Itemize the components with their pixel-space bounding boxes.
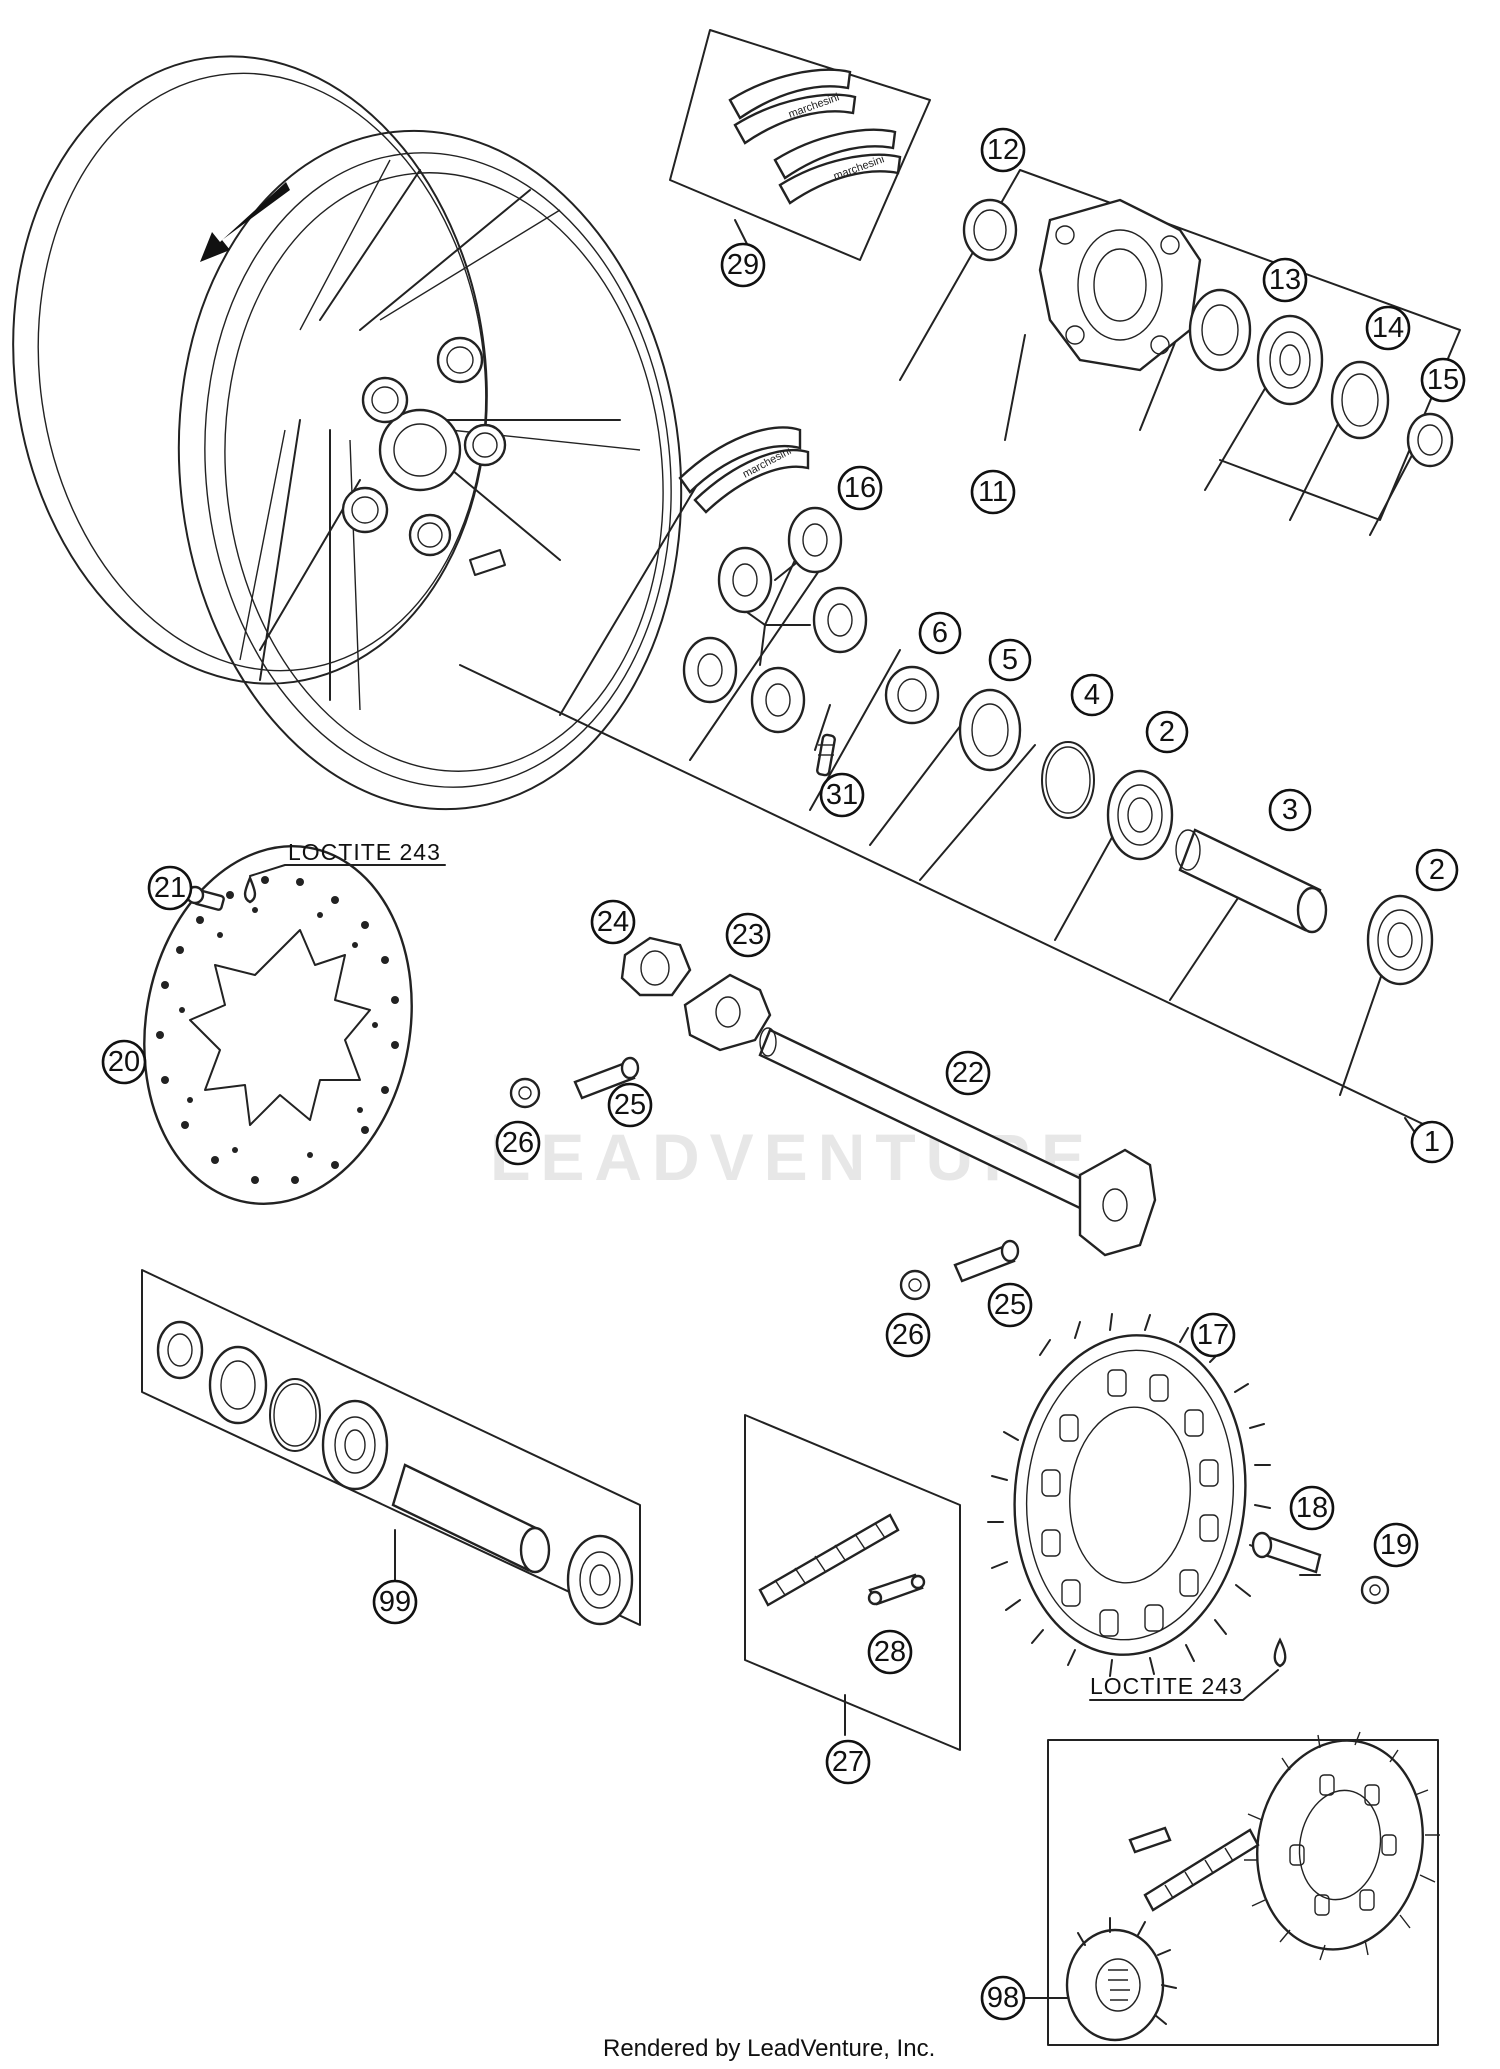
callout-4: 4 [1070,673,1114,717]
rear-sprocket [987,1313,1271,1677]
sprocket-stud [1251,1531,1322,1574]
callout-29: 29 [720,242,766,288]
callout-99: 99 [372,1579,418,1625]
brake-disc [143,845,413,1205]
svg-text:12: 12 [987,134,1019,166]
svg-text:25: 25 [994,1289,1026,1321]
svg-text:4: 4 [1084,679,1100,711]
svg-text:25: 25 [614,1089,646,1121]
callout-24: 24 [590,899,636,945]
callout-11: 11 [970,469,1016,515]
svg-text:18: 18 [1296,1492,1328,1524]
callout-13: 13 [1262,257,1308,303]
callout-25a: 25 [607,1082,653,1128]
wheel-decal: marchesini [678,426,810,514]
svg-text:15: 15 [1427,364,1459,396]
svg-text:22: 22 [952,1057,984,1089]
bearing-2a [1106,769,1174,861]
svg-text:13: 13 [1269,264,1301,296]
callout-16: 16 [837,465,883,511]
callout-28: 28 [867,1629,913,1675]
svg-text:17: 17 [1197,1319,1229,1351]
leader-lines [459,479,1426,1141]
svg-text:27: 27 [832,1746,864,1778]
callout-31: 31 [819,772,865,818]
callout-25b: 25 [987,1282,1033,1328]
svg-text:2: 2 [1429,854,1445,886]
svg-text:26: 26 [892,1319,924,1351]
chain-kit-box [1024,1731,1440,2046]
spacers [682,506,868,734]
adjuster-nut-26b [899,1269,931,1301]
chain-box [744,1414,961,1751]
svg-text:19: 19 [1380,1529,1412,1561]
sprocket-carrier-box [899,169,1461,536]
bearing-kit-box [141,1269,641,1626]
svg-text:2: 2 [1159,716,1175,748]
callout-98: 98 [980,1975,1026,2021]
svg-text:21: 21 [154,872,186,904]
rear-wheel [12,55,683,811]
svg-text:14: 14 [1372,312,1404,344]
svg-text:31: 31 [826,779,858,811]
callout-12: 12 [980,127,1026,173]
loctite-note-bottom: LOCTITE 243 [1090,1673,1243,1699]
callout-1: 1 [1410,1120,1454,1164]
svg-text:28: 28 [874,1636,906,1668]
adjuster-bolt-25a [573,1056,640,1100]
callout-2b: 2 [1415,848,1459,892]
seal-6 [884,665,940,725]
adjuster-nut-26a [509,1077,541,1109]
chain-section [758,1513,900,1607]
callout-6: 6 [918,611,962,655]
valve-stem [816,733,836,777]
disc-bolt [185,864,446,911]
distance-tube-3 [1175,828,1328,934]
svg-text:24: 24 [597,906,629,938]
callout-15: 15 [1420,357,1466,403]
decal-set-box: marchesini marchesini [669,29,931,261]
loctite-note-top: LOCTITE 243 [288,839,441,865]
callout-23: 23 [725,912,771,958]
callout-27: 27 [825,1739,871,1785]
bearing-2b [1366,894,1434,986]
svg-text:3: 3 [1282,794,1298,826]
callout-17: 17 [1190,1312,1236,1358]
svg-text:99: 99 [379,1586,411,1618]
svg-text:11: 11 [978,476,1008,508]
svg-text:29: 29 [727,249,759,281]
svg-text:20: 20 [108,1046,140,1078]
footer-credit: Rendered by LeadVenture, Inc. [603,2035,935,2062]
callout-26b: 26 [885,1312,931,1358]
callout-20: 20 [101,1039,147,1085]
callouts: 1 2 2 3 4 5 6 11 12 13 14 15 16 17 18 19… [101,127,1466,2021]
svg-text:23: 23 [732,919,764,951]
callout-22: 22 [945,1050,991,1096]
callout-3: 3 [1268,788,1312,832]
circlip-4 [1041,741,1095,819]
chain-adjuster-right [1078,1148,1157,1257]
svg-text:5: 5 [1002,644,1018,676]
callout-19: 19 [1373,1522,1419,1568]
adjuster-bolt-25b [953,1239,1020,1283]
callout-2a: 2 [1145,710,1189,754]
svg-text:6: 6 [932,617,948,649]
svg-text:16: 16 [844,472,876,504]
axle-nut-24 [620,936,692,997]
seal-5 [958,688,1022,772]
callout-14: 14 [1365,305,1411,351]
rotation-arrow-icon [200,182,290,262]
svg-text:98: 98 [987,1982,1019,2014]
callout-26a: 26 [495,1120,541,1166]
svg-text:1: 1 [1424,1126,1440,1158]
loctite-drop [1089,1574,1321,1701]
sprocket-nut [1360,1575,1390,1605]
chain-adjuster-23 [683,973,772,1052]
master-link [867,1573,926,1606]
callout-21: 21 [147,865,193,911]
callout-5: 5 [988,638,1032,682]
callout-18: 18 [1289,1485,1335,1531]
svg-text:26: 26 [502,1127,534,1159]
